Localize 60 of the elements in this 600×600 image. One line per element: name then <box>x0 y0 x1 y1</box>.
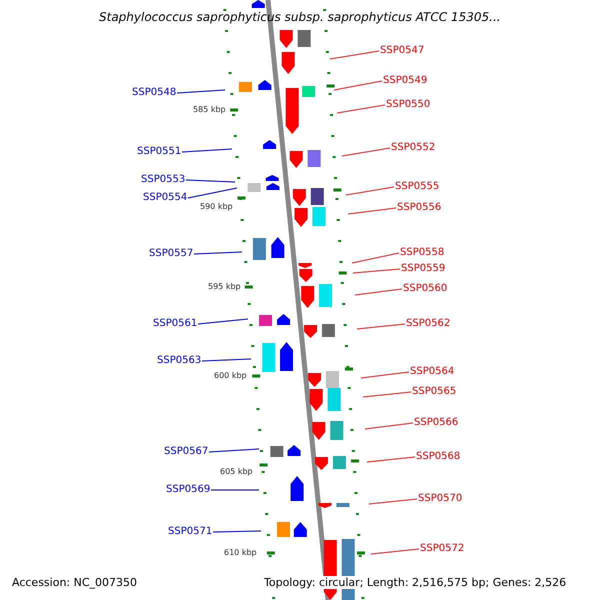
gene-label: SSP0551 <box>137 147 182 157</box>
leader-line <box>334 80 382 90</box>
leader-line <box>366 456 416 462</box>
leader-line <box>342 148 390 156</box>
leader-line <box>202 358 252 362</box>
leader-line <box>352 252 400 264</box>
scale-label: 595 kbp <box>208 283 241 291</box>
leader-line <box>370 548 420 554</box>
leader-line <box>346 186 394 196</box>
leader-line <box>188 188 238 198</box>
leader-line <box>368 498 418 504</box>
gene-label: SSP0571 <box>168 527 212 537</box>
leader-line <box>176 90 226 94</box>
leader-line <box>208 448 260 452</box>
gene-label: SSP0550 <box>386 100 430 110</box>
leader-line <box>352 268 400 274</box>
gene-label: SSP0547 <box>380 46 424 56</box>
gene-label: SSP0557 <box>149 249 194 259</box>
gene-label: SSP0561 <box>153 319 198 329</box>
leader-line <box>194 252 242 254</box>
gene-label: SSP0566 <box>414 418 458 428</box>
leader-line <box>360 372 410 378</box>
accession-text: Accession: NC_007350 <box>10 576 140 588</box>
scale-label: 585 kbp <box>193 106 226 114</box>
leader-line <box>186 180 236 182</box>
title: Staphylococcus saprophyticus subsp. saprophyticus ATCC 15305... <box>99 11 501 23</box>
leader-line <box>336 104 386 114</box>
gene-label: SSP0570 <box>418 494 462 504</box>
gene-label: SSP0549 <box>383 76 428 86</box>
scale-label: 600 kbp <box>214 372 247 380</box>
leader-line <box>198 318 248 324</box>
leader-line <box>364 422 414 430</box>
gene-label: SSP0564 <box>410 367 454 377</box>
gene-label: SSP0552 <box>391 143 436 153</box>
leader-line <box>182 148 232 152</box>
scale-label: 605 kbp <box>220 468 253 476</box>
scale-label: 610 kbp <box>224 549 257 557</box>
gene-label: SSP0572 <box>420 544 464 554</box>
gene-label: SSP0558 <box>400 248 444 258</box>
gene-label: SSP0562 <box>406 319 450 329</box>
gene-label: SSP0565 <box>412 387 456 397</box>
leader-line <box>362 392 412 398</box>
gene-label: SSP0548 <box>132 88 176 98</box>
scale-label: 590 kbp <box>200 203 233 211</box>
gene-label: SSP0559 <box>401 264 446 274</box>
gene-label: SSP0560 <box>403 284 448 294</box>
leader-line <box>348 208 396 214</box>
gene-label: SSP0563 <box>157 356 202 366</box>
leader-line <box>212 530 262 532</box>
gene-label: SSP0567 <box>164 447 208 457</box>
gene-label: SSP0569 <box>166 485 210 495</box>
leader-line <box>330 50 380 60</box>
leader-line <box>354 288 402 296</box>
leader-line <box>356 324 406 330</box>
gene-label: SSP0555 <box>395 182 440 192</box>
genome-summary-text: Topology: circular; Length: 2,516,575 bp; Genes: 2,526 <box>262 576 568 588</box>
gene-label: SSP0568 <box>416 452 460 462</box>
gene-label: SSP0554 <box>143 193 188 203</box>
gene-label: SSP0553 <box>141 175 186 185</box>
gene-label: SSP0556 <box>397 203 442 213</box>
